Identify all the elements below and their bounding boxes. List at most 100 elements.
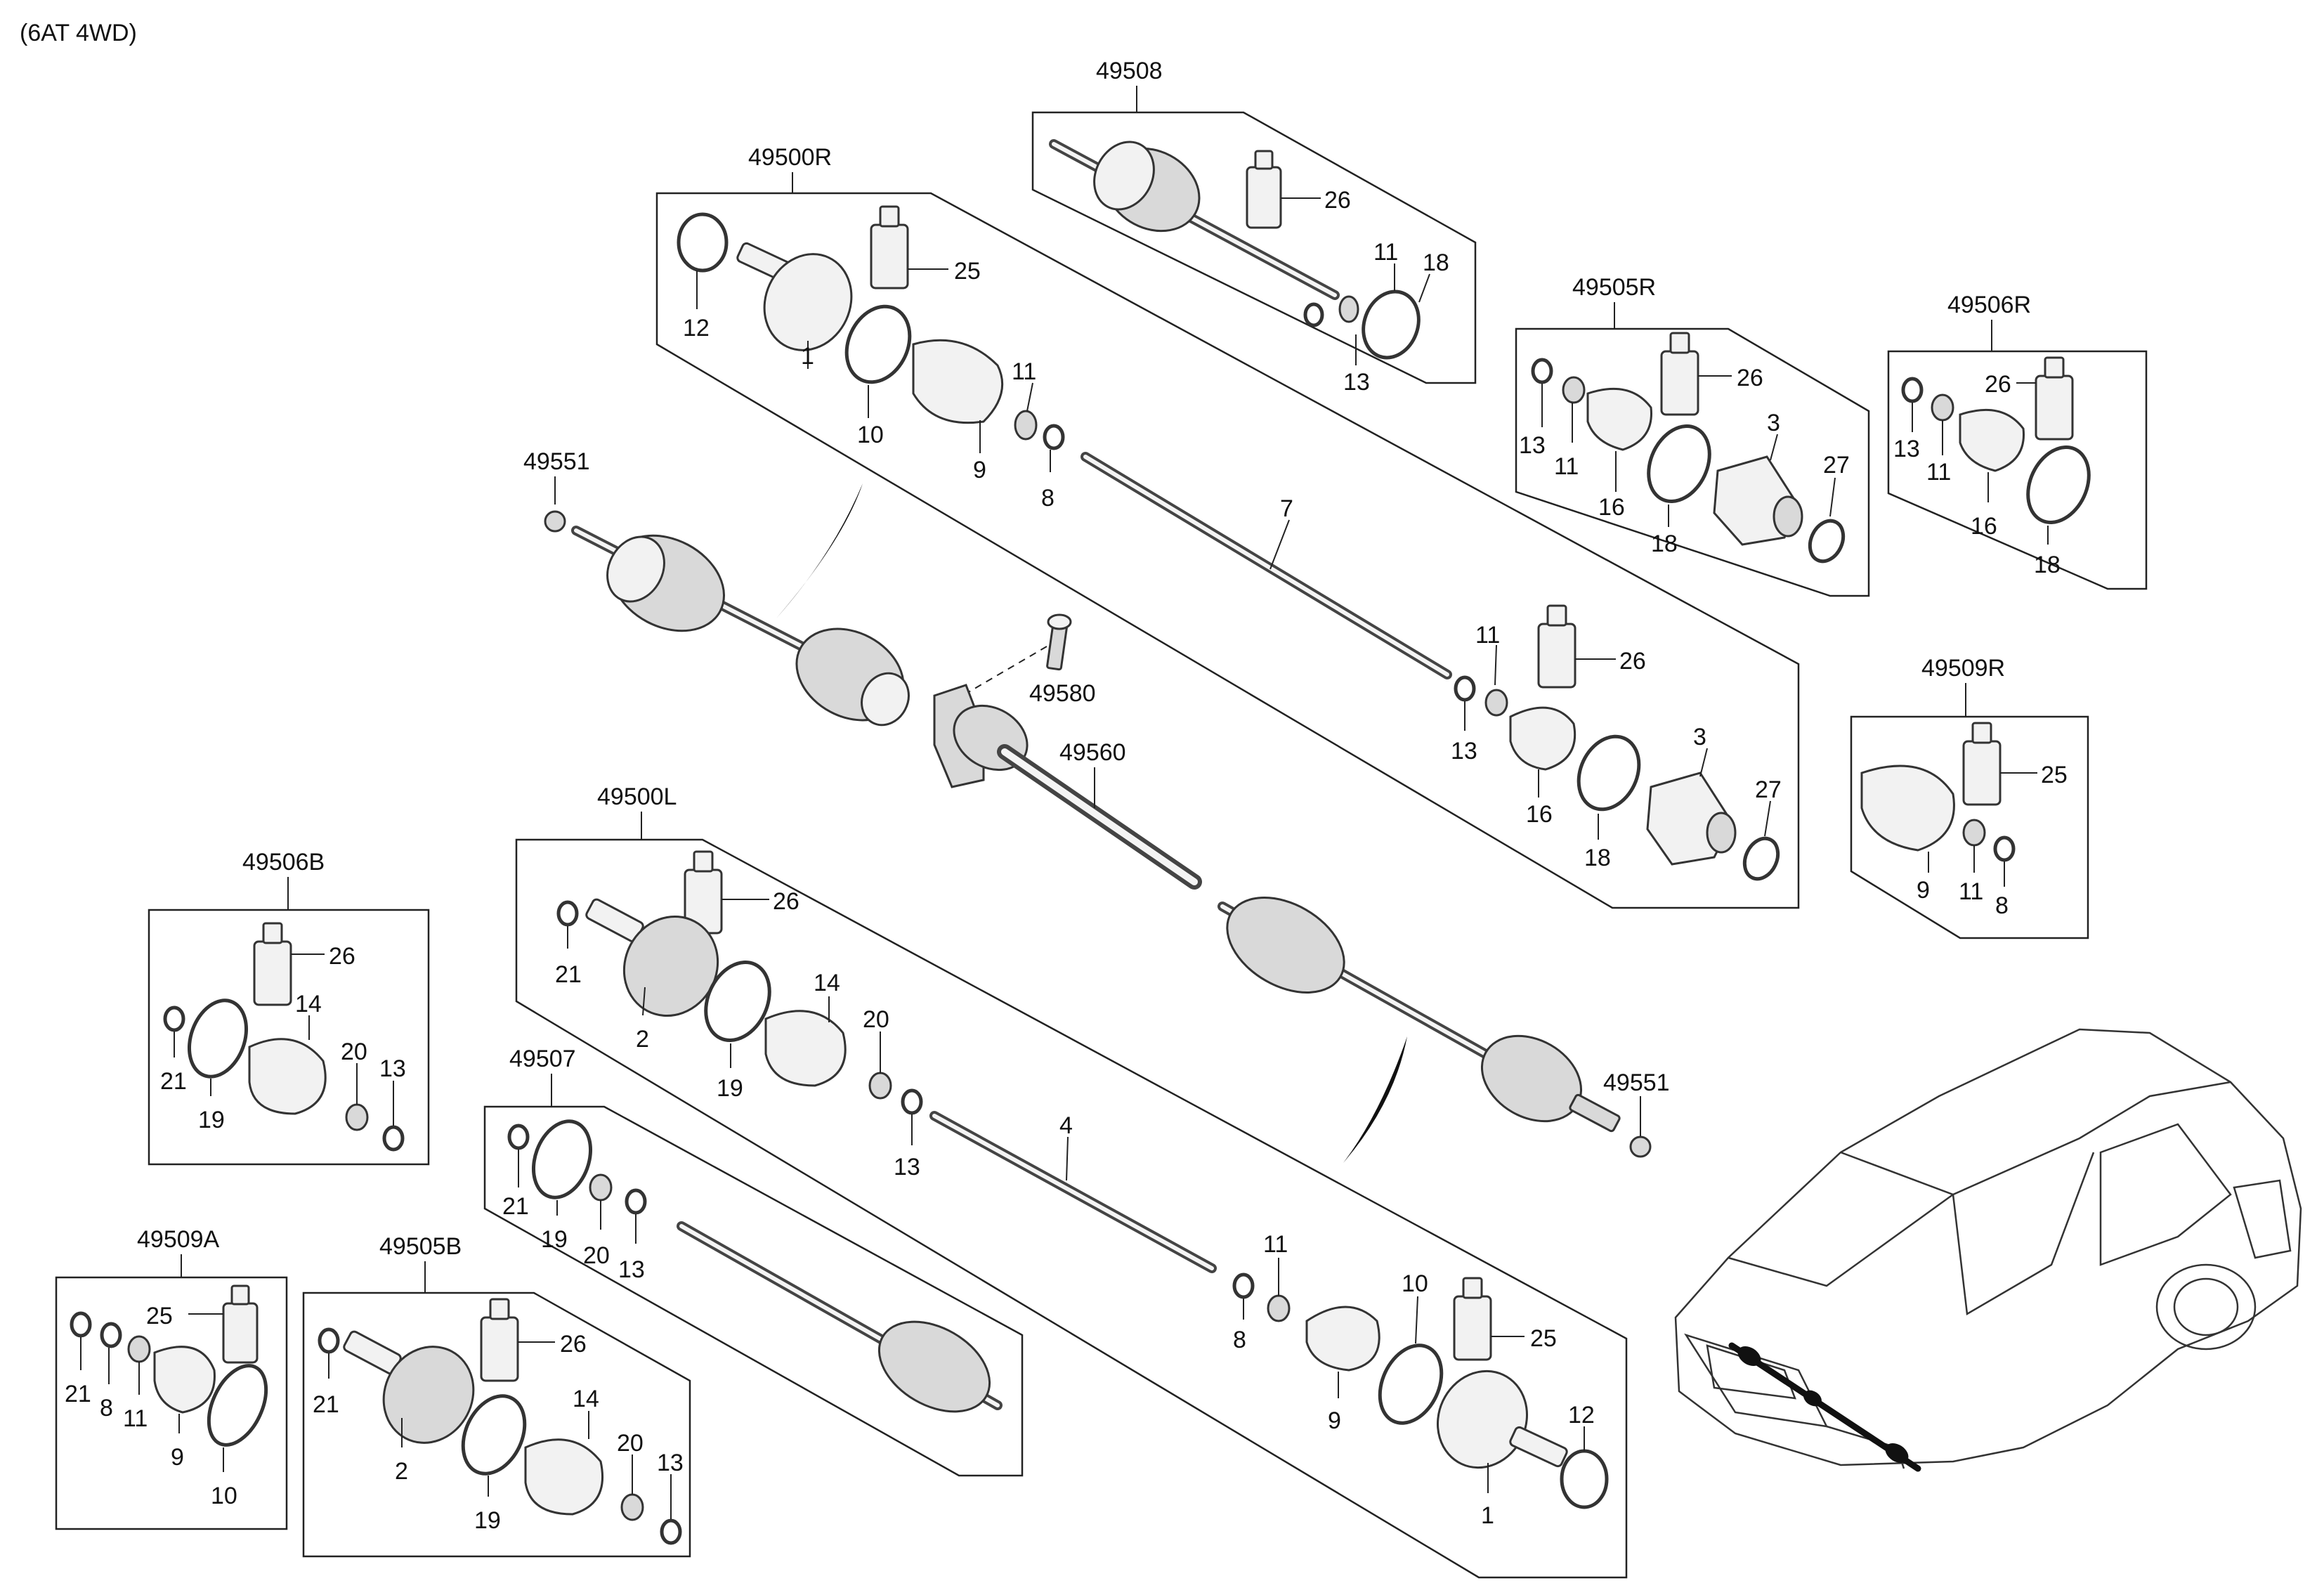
callout-9: 9 xyxy=(1917,877,1930,904)
snap-ring xyxy=(507,1124,530,1150)
callout-27: 27 xyxy=(1823,452,1850,479)
clamp xyxy=(589,1173,613,1202)
callout-21: 21 xyxy=(502,1193,529,1220)
boot-band xyxy=(1647,424,1711,503)
snap-ring xyxy=(556,900,579,927)
boot-band xyxy=(1576,734,1641,812)
callout-14: 14 xyxy=(814,970,840,996)
grease-bottle xyxy=(1660,332,1699,416)
boot xyxy=(524,1438,604,1516)
boot-band xyxy=(207,1364,268,1447)
group-label-49500R: 49500R xyxy=(748,144,832,171)
callout-13: 13 xyxy=(379,1055,406,1082)
tripod-joint xyxy=(585,898,719,1017)
snap-ring xyxy=(625,1188,647,1215)
group-frame-49506R xyxy=(1887,350,2148,590)
boot-band xyxy=(844,304,912,384)
callout-13: 13 xyxy=(894,1154,920,1180)
boot xyxy=(1959,408,2025,472)
snap-ring xyxy=(163,1005,185,1032)
callout-18: 18 xyxy=(1584,845,1611,871)
callout-19: 19 xyxy=(198,1107,225,1133)
boot xyxy=(1586,387,1652,451)
clamp xyxy=(868,1072,892,1100)
callout-25: 25 xyxy=(146,1303,173,1329)
boot xyxy=(153,1346,216,1414)
group-label-49500L: 49500L xyxy=(597,783,677,810)
callout-8: 8 xyxy=(1995,892,2009,919)
callout-8: 8 xyxy=(1041,485,1055,512)
group-label-49505R: 49505R xyxy=(1572,274,1656,301)
clamp xyxy=(1338,295,1359,323)
callout-21: 21 xyxy=(160,1068,187,1095)
callout-8: 8 xyxy=(1233,1327,1246,1353)
group-49509R: 49509R 9 25 11 8 xyxy=(1850,655,2089,939)
group-label-49505B: 49505B xyxy=(379,1233,462,1260)
snap-ring xyxy=(1232,1273,1255,1299)
group-label-49507: 49507 xyxy=(509,1046,576,1072)
assembly-arrow xyxy=(776,483,863,618)
snap-ring xyxy=(100,1322,122,1348)
group-frame-49500L xyxy=(515,838,1628,1579)
callout-11: 11 xyxy=(1263,1231,1288,1258)
group-frame-49505B xyxy=(302,1291,691,1558)
callout-27: 27 xyxy=(1755,776,1782,803)
group-49509A: 49509A 25 21 8 11 9 10 xyxy=(55,1226,288,1530)
callout-11: 11 xyxy=(1926,459,1951,486)
group-frame-49509A xyxy=(55,1276,288,1530)
inner-joint xyxy=(1226,897,1345,994)
seal xyxy=(1808,519,1846,564)
snap-ring xyxy=(660,1518,682,1545)
callout-18: 18 xyxy=(1651,531,1678,557)
clamp xyxy=(1562,376,1586,404)
callout-21: 21 xyxy=(555,961,582,988)
boot xyxy=(1509,706,1576,771)
outer-joint xyxy=(1436,1369,1568,1469)
group-frame-49509R xyxy=(1850,715,2089,939)
callout-3: 3 xyxy=(1767,410,1780,436)
tripod-housing xyxy=(1713,455,1803,546)
callout-26: 26 xyxy=(1985,371,2011,398)
snap-ring xyxy=(70,1311,92,1338)
callout-25: 25 xyxy=(954,258,981,285)
clamp xyxy=(1931,393,1954,422)
callout-26: 26 xyxy=(1737,365,1763,391)
clamp xyxy=(1014,410,1038,441)
callout-20: 20 xyxy=(341,1039,367,1065)
callout-2: 2 xyxy=(395,1458,408,1485)
group-49507: 49507 21 19 20 13 xyxy=(483,1046,1024,1477)
grease-bottle xyxy=(222,1284,259,1364)
rear-driveshaft-right: 49551 xyxy=(523,448,910,727)
group-label-49551: 49551 xyxy=(523,448,590,475)
nut xyxy=(1629,1135,1652,1158)
callout-20: 20 xyxy=(617,1430,644,1457)
boot-band xyxy=(2026,445,2091,524)
callout-14: 14 xyxy=(573,1386,599,1412)
boot xyxy=(248,1038,327,1115)
clamp xyxy=(345,1103,369,1131)
callout-26: 26 xyxy=(329,943,355,970)
callout-26: 26 xyxy=(773,888,799,915)
snap-ring xyxy=(1454,675,1476,702)
boot xyxy=(1305,1306,1380,1372)
inner-shaft xyxy=(929,1111,1217,1273)
group-49500R: 49500R 12 1 25 10 9 11 8 xyxy=(655,144,1800,909)
callout-13: 13 xyxy=(1451,738,1477,764)
group-49500L: 49500L 26 21 2 19 14 20 13 xyxy=(515,783,1628,1579)
callout-11: 11 xyxy=(123,1405,148,1432)
callout-8: 8 xyxy=(100,1395,113,1421)
group-label-49560: 49560 xyxy=(1059,739,1126,766)
group-label-49509A: 49509A xyxy=(137,1226,220,1253)
grease-bottle xyxy=(253,922,292,1006)
driveshaft-assembly xyxy=(1049,139,1340,300)
boot-band xyxy=(187,998,249,1079)
callout-18: 18 xyxy=(1423,249,1449,276)
clamp xyxy=(1962,819,1986,847)
callout-20: 20 xyxy=(863,1006,889,1033)
callout-13: 13 xyxy=(1519,432,1546,459)
callout-25: 25 xyxy=(2041,762,2068,788)
callout-10: 10 xyxy=(1402,1270,1428,1297)
grease-bottle xyxy=(1962,722,2002,806)
callout-11: 11 xyxy=(1373,239,1398,266)
